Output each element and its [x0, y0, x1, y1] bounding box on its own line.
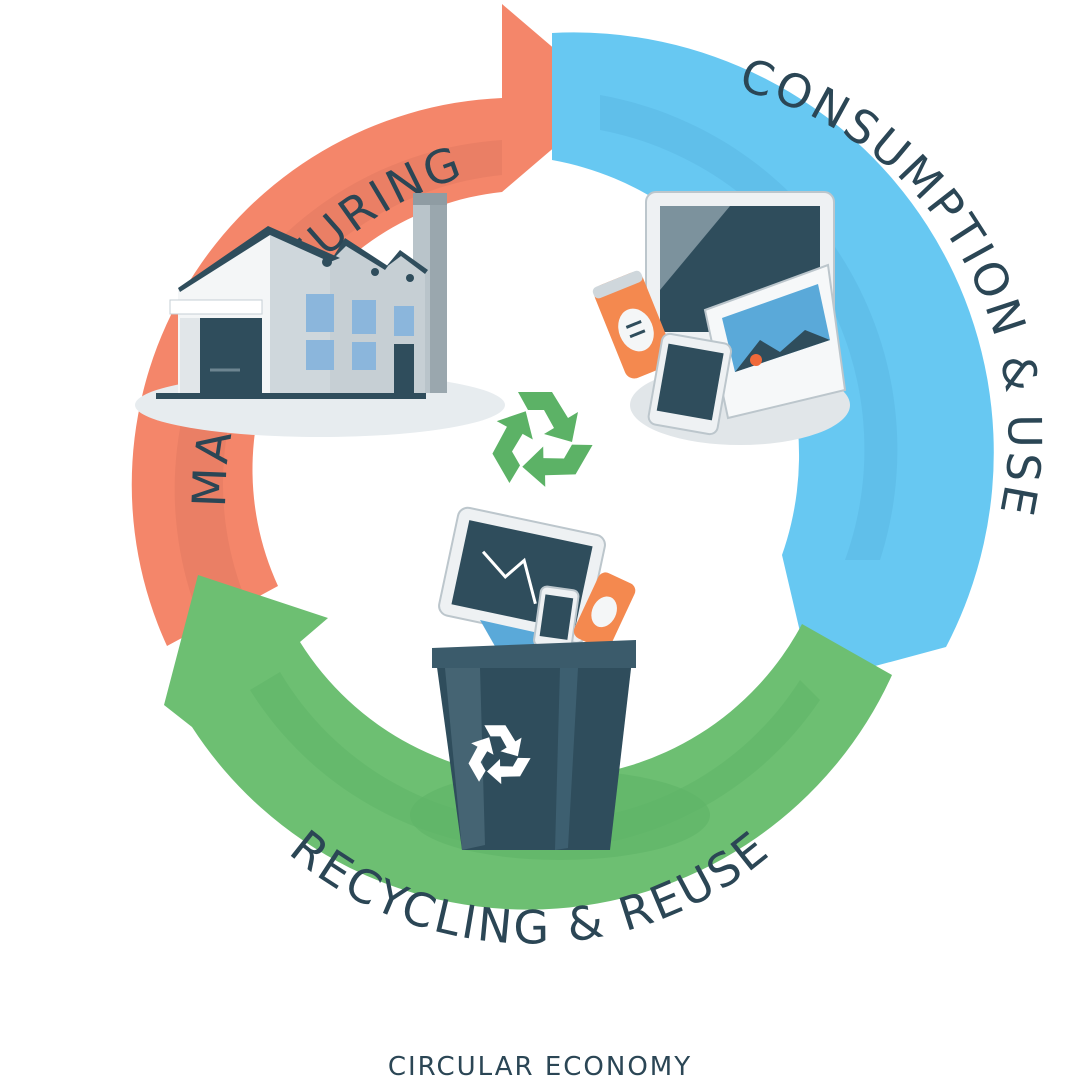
devices-icon: [592, 191, 850, 445]
recycle-icon: [492, 392, 593, 487]
factory-icon: [135, 193, 505, 437]
consumption-arrow-shade: [600, 95, 898, 560]
recycle-arrow-segment: [487, 757, 531, 785]
recycle-arrow-segment: [468, 737, 494, 782]
recycling-arrow: [164, 575, 892, 910]
diagram-caption: CIRCULAR ECONOMY: [387, 1052, 693, 1082]
recycle-arrow-segment: [518, 392, 578, 442]
recycling-bin-icon: [410, 506, 710, 860]
recycle-arrow-segment: [484, 725, 522, 757]
recycle-arrow-segment: [492, 411, 533, 484]
recycle-arrow-segment: [522, 444, 593, 487]
